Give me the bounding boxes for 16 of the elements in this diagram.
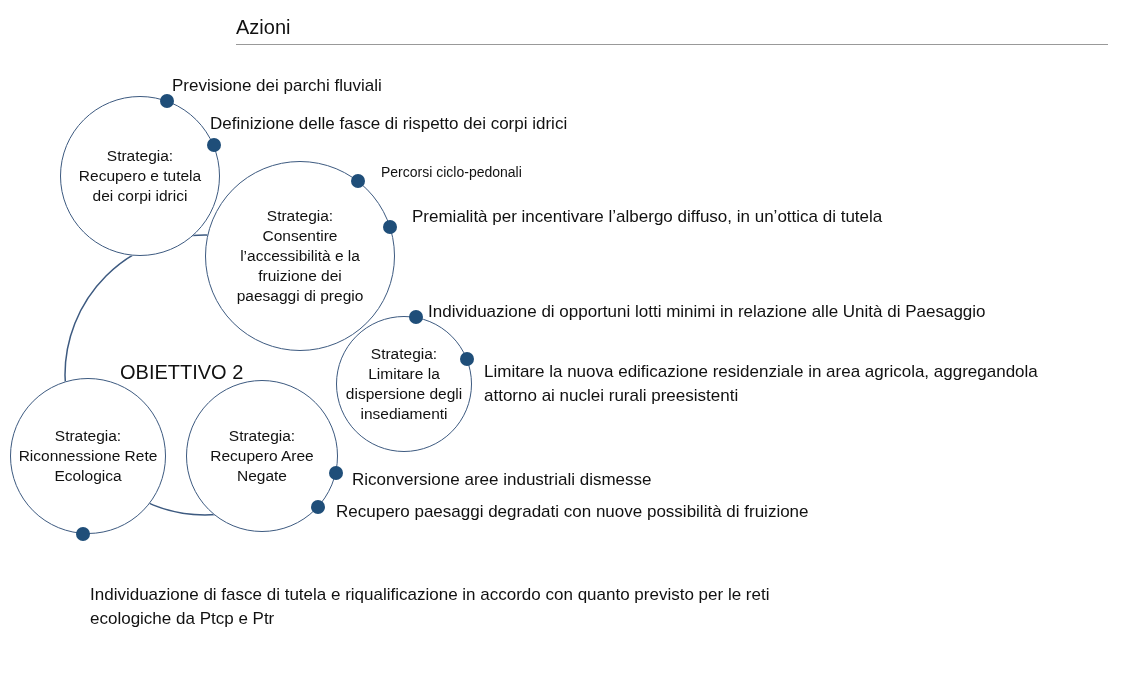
action-text: Definizione delle fasce di rispetto dei corpi idrici <box>210 113 568 135</box>
strategy-label: Strategia: Recupero Aree Negate <box>209 426 315 486</box>
action-text: Previsione dei parchi fluviali <box>172 75 382 97</box>
action-text: Limitare la nuova edificazione residenziale in area agricola, aggregandola attorno ai nuclei rurali preesistenti <box>484 361 1039 407</box>
action-text: Individuazione di opportuni lotti minimi in relazione alle Unità di Paesaggio <box>428 301 986 323</box>
action-text: Premialità per incentivare l’albergo diffuso, in un’ottica di tutela <box>412 206 883 228</box>
action-text: Percorsi ciclo-pedonali <box>381 163 522 182</box>
action-text: Riconversione aree industriali dismesse <box>352 469 652 491</box>
objective-label: OBIETTIVO 2 <box>120 361 244 384</box>
strategy-label: Strategia: Riconnessione Rete Ecologica <box>18 426 158 486</box>
strategy-label: Strategia: Consentire l’accessibilità e la fruizione dei paesaggi di pregio <box>235 206 365 306</box>
strategy-label: Strategia: Recupero e tutela dei corpi idrici <box>77 146 203 206</box>
strategy-label: Strategia: Limitare la dispersione degli insediamenti <box>344 344 464 424</box>
action-text: Recupero paesaggi degradati con nuove possibilità di fruizione <box>336 501 809 523</box>
heading: Azioni <box>236 16 291 39</box>
action-text: Individuazione di fasce di tutela e riqualificazione in accordo con quanto previsto per le reti ecologiche da Ptcp e Ptr <box>90 584 771 630</box>
